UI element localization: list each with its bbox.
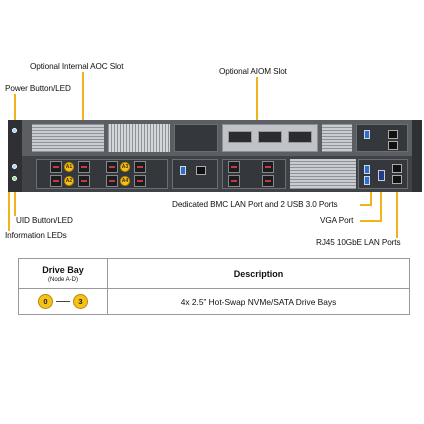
leader-aoc	[82, 72, 84, 124]
rj45-port	[388, 141, 398, 150]
aoc-slot-grille	[32, 124, 104, 152]
leader-uid	[14, 168, 16, 216]
usb-port	[180, 166, 186, 175]
leader-aiom	[256, 77, 258, 124]
drive-bay	[228, 175, 240, 187]
drive-bay	[50, 175, 62, 187]
lower-node-io	[172, 159, 218, 189]
usb-port	[364, 130, 370, 139]
upper-vent	[108, 124, 170, 152]
leader-bmc-v	[370, 180, 372, 206]
left-rack-ear	[8, 120, 22, 192]
leader-power-h	[14, 94, 16, 120]
rj45-port	[392, 164, 402, 173]
header-description: Description	[107, 258, 410, 289]
header-drive-bay: Drive Bay (Node A-D)	[18, 258, 108, 289]
right-rack-ear	[412, 120, 422, 192]
drive-bay	[50, 161, 62, 173]
bay-description: 4x 2.5” Hot-Swap NVMe/SATA Drive Bays	[107, 288, 410, 315]
callout-vga-port: VGA Port	[320, 216, 354, 225]
header-drive-bay-label: Drive Bay	[42, 264, 84, 275]
info-led	[12, 176, 17, 181]
leader-vga-h	[360, 220, 382, 222]
drive-tag-a4: A4	[120, 176, 130, 186]
rj45-port	[196, 166, 206, 175]
drive-bay	[78, 175, 90, 187]
drive-bay	[106, 175, 118, 187]
leader-rj45-v	[396, 184, 398, 238]
drive-bay	[262, 161, 274, 173]
uid-button[interactable]	[12, 164, 17, 169]
rj45-port	[388, 130, 398, 139]
upper-right-vent	[322, 124, 352, 152]
leader-info	[8, 180, 10, 231]
vga-port	[378, 170, 385, 181]
drive-bay	[78, 161, 90, 173]
lower-right-vent	[290, 159, 356, 189]
aiom-port-3	[288, 131, 312, 143]
drive-bay	[106, 161, 118, 173]
leader-bmc-h	[360, 204, 372, 206]
callout-bmc-lan: Dedicated BMC LAN Port and 2 USB 3.0 Por…	[172, 200, 338, 209]
callout-power-button: Power Button/LED	[5, 84, 71, 93]
table-header-row: Drive Bay (Node A-D) Description	[18, 258, 410, 289]
bay-end-badge: 3	[73, 294, 88, 309]
aiom-port-1	[228, 131, 252, 143]
drive-bay	[228, 161, 240, 173]
range-dash	[56, 301, 70, 302]
drive-bay	[262, 175, 274, 187]
power-button[interactable]	[12, 128, 17, 133]
callout-aoc-slot: Optional Internal AOC Slot	[30, 62, 124, 71]
drive-tag-a2: A2	[64, 176, 74, 186]
aiom-port-2	[258, 131, 282, 143]
callout-uid-button: UID Button/LED	[16, 216, 73, 225]
drive-tag-a1: A1	[64, 162, 74, 172]
drive-bay	[134, 161, 146, 173]
bay-start-badge: 0	[38, 294, 53, 309]
upper-node-io	[174, 124, 218, 152]
usb-port	[364, 165, 370, 174]
drive-bay	[134, 175, 146, 187]
usb-port	[364, 176, 370, 185]
header-drive-bay-sub: (Node A-D)	[47, 276, 78, 283]
rj45-port	[392, 175, 402, 184]
drive-tag-a3: A3	[120, 162, 130, 172]
callout-aiom-slot: Optional AIOM Slot	[219, 67, 287, 76]
callout-info-leds: Information LEDs	[5, 231, 67, 240]
leader-vga-v	[380, 184, 382, 222]
callout-rj45: RJ45 10GbE LAN Ports	[316, 238, 401, 247]
